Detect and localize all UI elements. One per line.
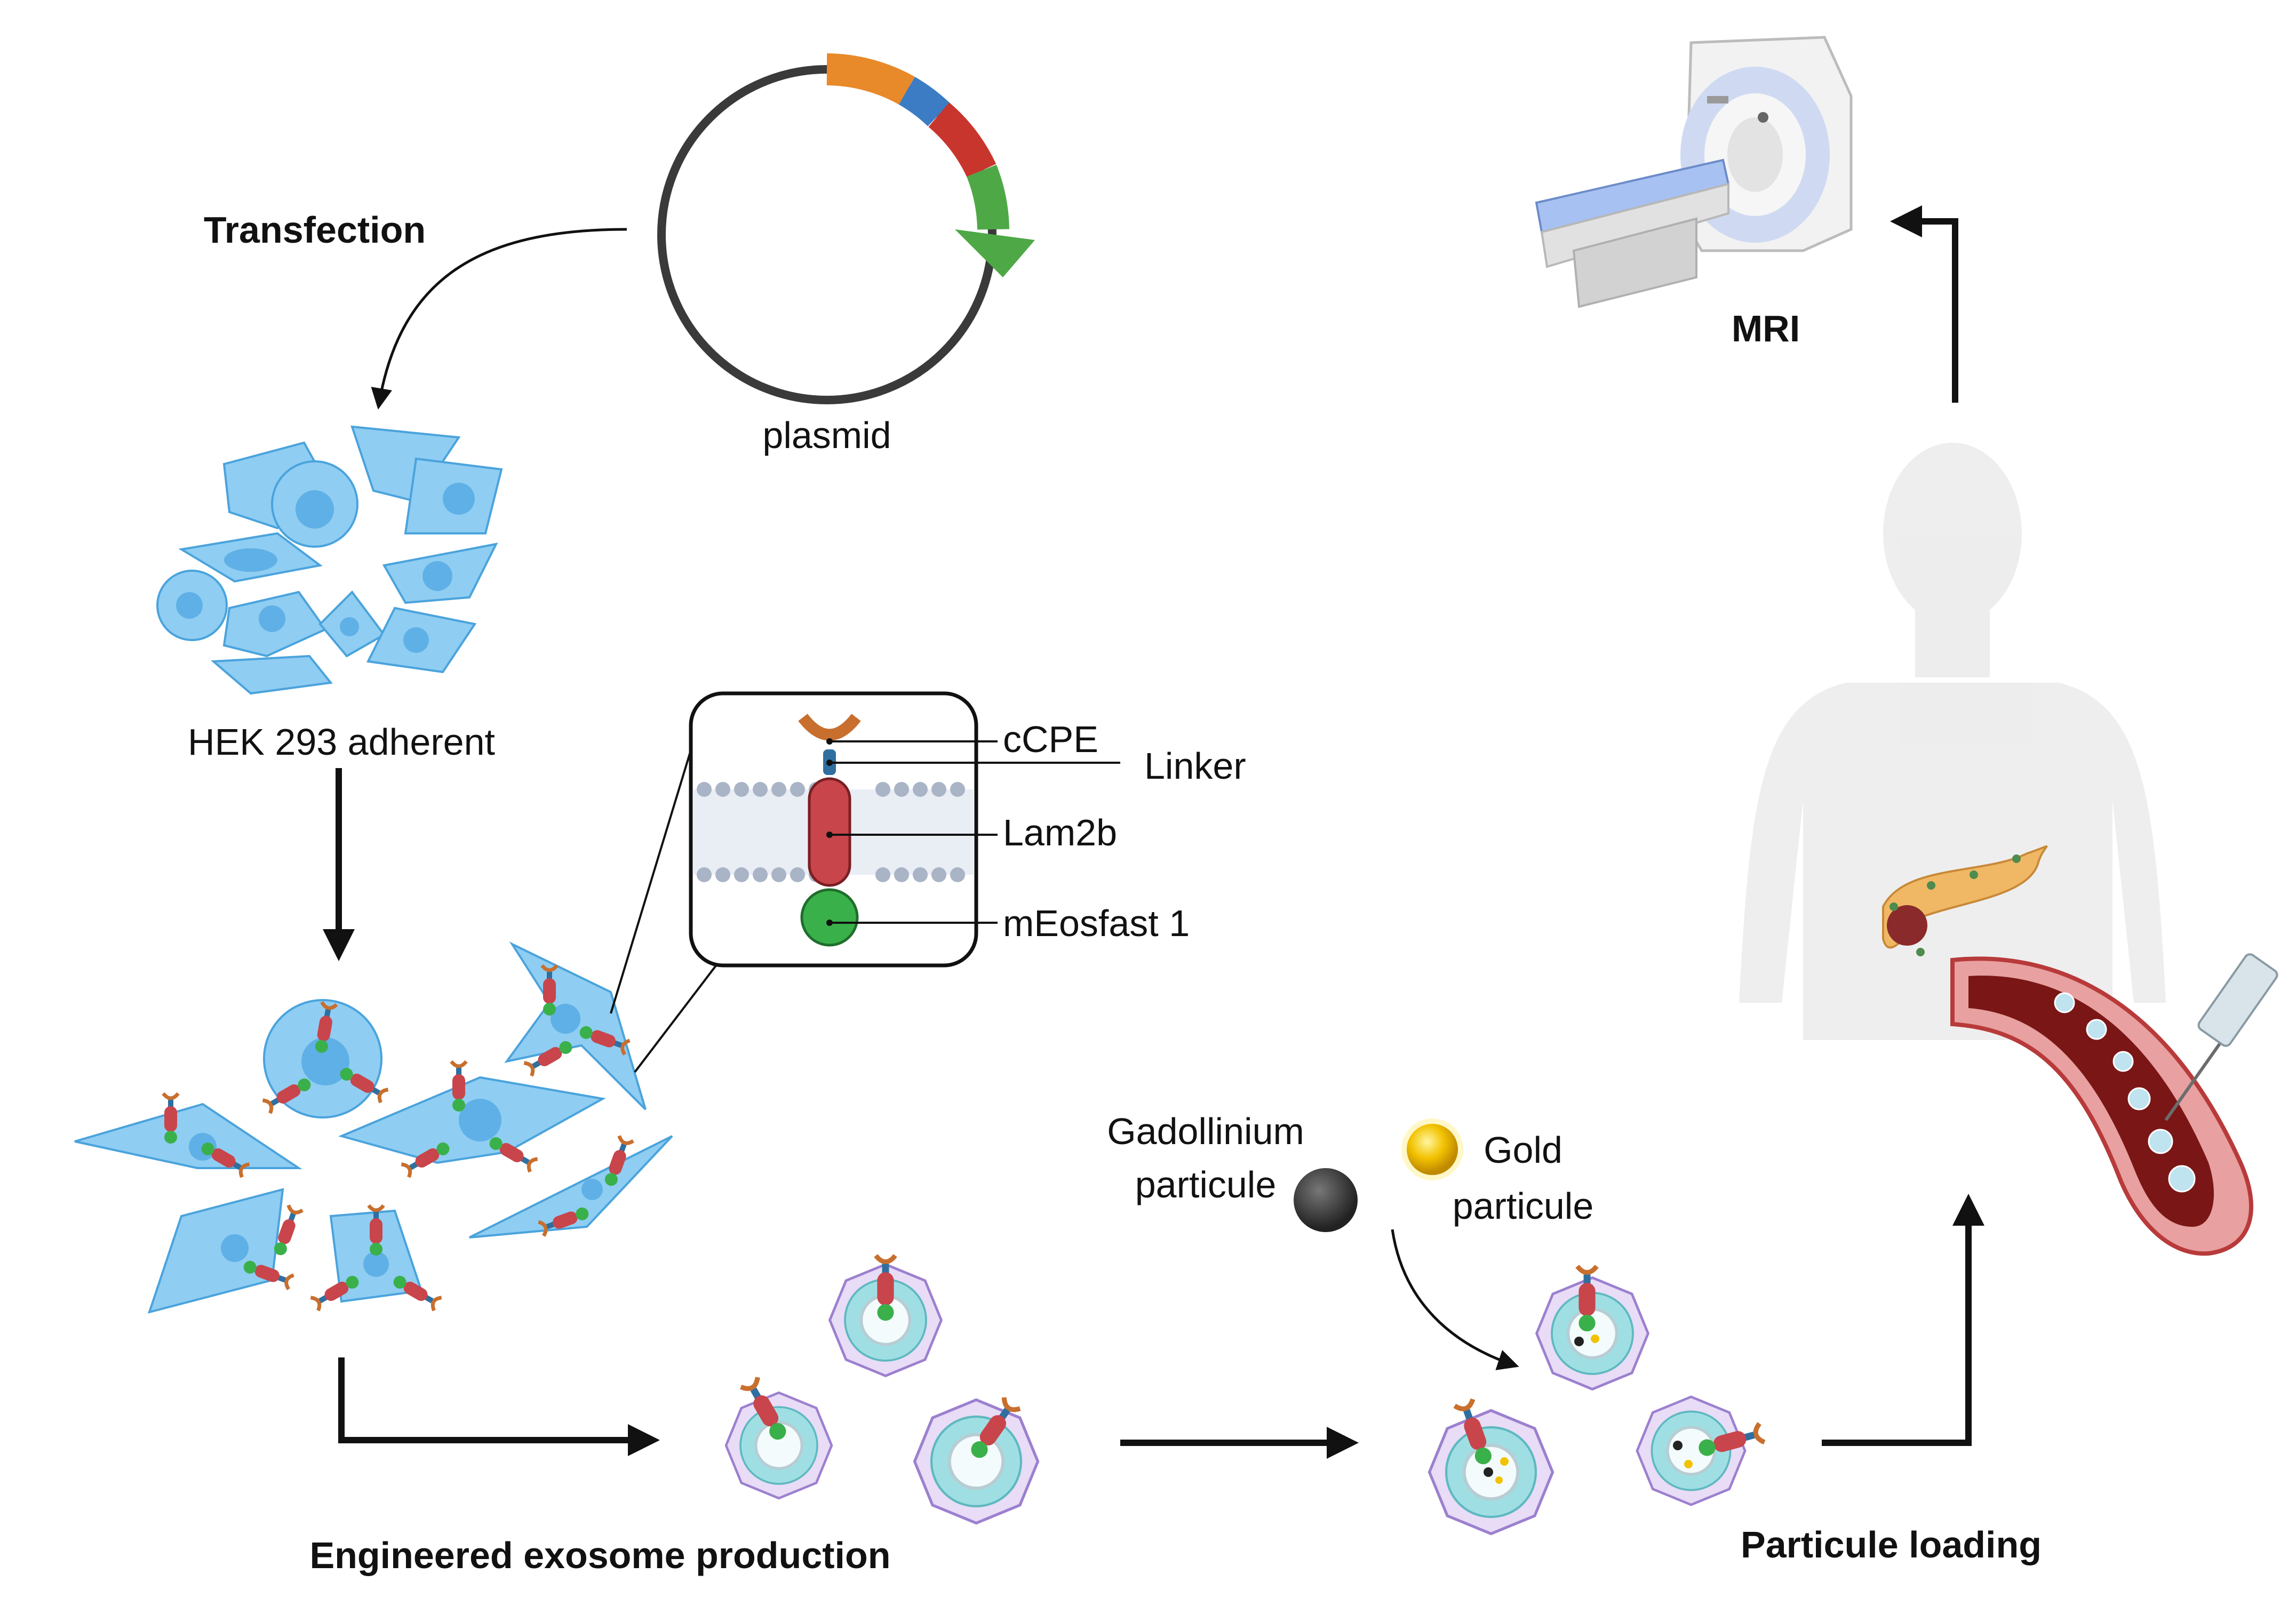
to-mri-arrow: [1890, 205, 1958, 403]
production-arrow: [338, 1357, 660, 1456]
mri-scanner-icon: [1535, 36, 1853, 308]
loaded-exosomes: [1430, 1266, 1765, 1534]
gadolinium-label-line1: Gadollinium: [1107, 1110, 1304, 1152]
gadolinium-particle-icon: [1294, 1168, 1358, 1232]
lam2b-label: Lam2b: [1003, 812, 1117, 853]
meosfast-shape: [800, 888, 859, 947]
linker-label: Linker: [1144, 745, 1246, 787]
membrane-inset: [689, 691, 1120, 968]
plasmid-label: plasmid: [762, 414, 891, 456]
particle-loading-label: Particule loading: [1741, 1524, 2042, 1565]
transfection-label: Transfection: [204, 209, 426, 251]
loading-curve-arrow: [1391, 1229, 1519, 1370]
gold-label-line1: Gold: [1484, 1129, 1562, 1171]
hek-cells-illustration: [156, 425, 503, 695]
mri-label: MRI: [1732, 308, 1800, 349]
blood-vessel-icon: [1950, 956, 2253, 1256]
gadolinium-label-line2: particule: [1135, 1164, 1277, 1205]
hek-label: HEK 293 adherent: [188, 721, 495, 763]
ccpe-shape: [798, 714, 861, 741]
zoom-line-bottom: [634, 959, 721, 1073]
pancreas-icon: [1882, 845, 2048, 956]
exosome-production-label: Engineered exosome production: [309, 1535, 890, 1576]
gold-particle-icon: [1407, 1124, 1458, 1175]
engineered-exosomes: [726, 1256, 1038, 1523]
transfection-arrow: [371, 228, 627, 410]
zoom-line-top: [610, 741, 695, 1014]
gold-label-line2: particule: [1453, 1185, 1594, 1227]
engineered-cells-illustration: [74, 941, 673, 1314]
plasmid-icon: [657, 53, 1035, 404]
plasmid-arrow-icon: [955, 229, 1035, 277]
human-body-icon: [1739, 443, 2166, 1040]
ccpe-label: cCPE: [1003, 718, 1098, 760]
meosfast-label: mEosfast 1: [1003, 902, 1190, 944]
syringe-icon: [2164, 953, 2278, 1121]
to-injection-arrow: [1822, 1194, 1984, 1446]
